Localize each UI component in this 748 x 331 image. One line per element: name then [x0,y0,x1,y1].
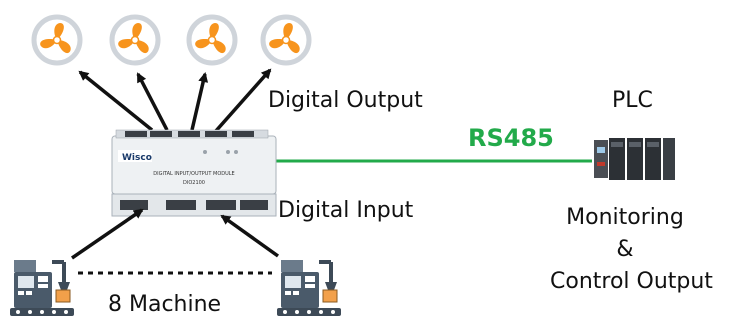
module-model: DIO2100 [183,180,205,186]
plc-label: PLC [612,88,653,113]
monitoring-control-label: Monitoring & Control Output [550,202,713,298]
monitoring-line: Monitoring [566,205,684,230]
input-arrow [71,208,144,260]
input-arrows [71,208,280,260]
module-title: DIGITAL INPUT/OUTPUT MODULE [153,171,234,177]
machine-icon [8,258,76,318]
machine-icon [275,258,343,318]
output-arrow [78,70,154,132]
ampersand-line: & [616,237,634,262]
output-arrow [190,72,209,131]
output-arrows [78,68,272,134]
digital-output-label: Digital Output [268,88,423,113]
digital-input-label: Digital Input [278,198,414,223]
fan-icon [263,17,309,63]
input-arrow [220,214,280,258]
machine-count-label: 8 Machine [108,292,222,317]
output-arrow [136,72,169,131]
control-output-line: Control Output [550,269,713,294]
fan-icon [34,17,80,63]
module-brand: Wisco [122,153,152,163]
plc-icon [594,138,675,180]
fan-icon [112,17,158,63]
io-module [111,129,277,217]
rs485-label: RS485 [468,124,554,152]
output-arrow [213,68,272,134]
fan-icon [189,17,235,63]
